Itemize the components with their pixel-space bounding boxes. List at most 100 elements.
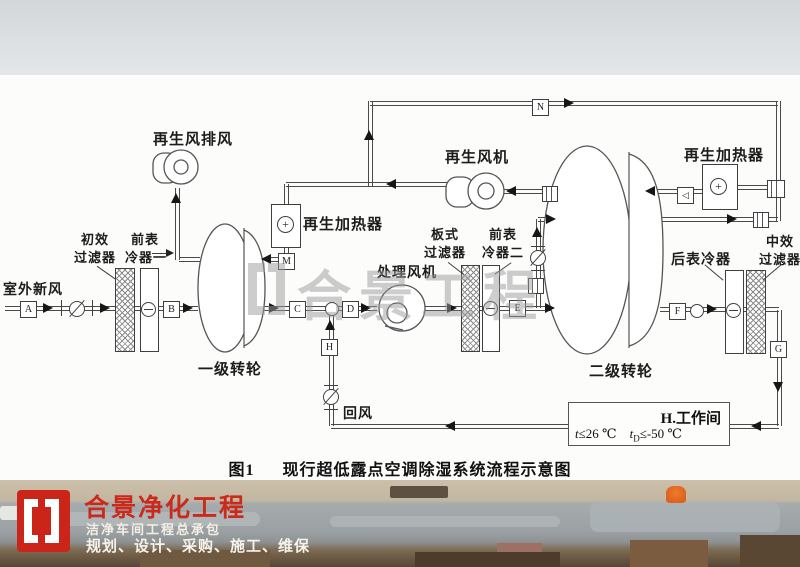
puddle (590, 502, 780, 532)
logo-glyph-right (45, 499, 59, 543)
pipe-heater-feed (284, 184, 289, 206)
label-return-air: 回风 (343, 407, 373, 422)
duct-connector (753, 212, 769, 228)
formwork-debris (390, 486, 448, 498)
junction-node (690, 304, 704, 318)
figure-number: 图1 (228, 462, 255, 479)
temp-room: t (575, 426, 579, 441)
construction-photo (0, 480, 800, 567)
flow-arrow (183, 303, 193, 313)
pipe-heater-out (284, 244, 289, 256)
label-front-cooler-2: 前表 (489, 227, 518, 242)
flow-arrow (727, 214, 737, 224)
figure-caption: 图1 现行超低露点空调除湿系统流程示意图 (0, 456, 800, 480)
flow-arrow (545, 303, 555, 313)
pipe-supply-down (777, 310, 782, 426)
process-fan-icon (378, 284, 426, 332)
debris-panel (630, 540, 708, 567)
pipe-exhaust (179, 257, 200, 262)
exhaust-fan-icon (152, 149, 199, 185)
pipe (660, 307, 779, 312)
valve-icon: ◁ (677, 187, 694, 204)
point-box-b: B (163, 301, 180, 318)
point-box-h: H (321, 339, 338, 356)
damper-icon (69, 301, 85, 317)
duct-connector (542, 186, 558, 202)
heater-icon: + (710, 178, 727, 195)
label-front-cooler-1: 前表 (131, 232, 160, 247)
point-box-e: E (509, 300, 526, 317)
cooler-coil-icon (141, 302, 156, 317)
pipe-riser (368, 101, 373, 186)
regen-fan-icon (445, 172, 505, 210)
pipe-riser (776, 187, 781, 221)
label-pointer-arrow (166, 249, 174, 257)
flow-arrow (447, 303, 457, 313)
point-box-g: G (770, 341, 787, 358)
workroom-box: H.工作间 t≤26 ℃ tD≤-50 ℃ (568, 402, 730, 446)
label-wheel-1: 一级转轮 (198, 362, 263, 378)
label-front-cooler-1: 冷器一 (125, 250, 168, 265)
label-plate-filter: 板式 (431, 227, 460, 242)
flow-arrow (361, 303, 371, 313)
label-regen-fan: 再生风机 (445, 150, 510, 166)
label-outdoor-air: 室外新风 (3, 283, 63, 298)
pipe-purge (659, 217, 778, 222)
pipe-regen (736, 185, 780, 190)
junction-node (325, 302, 339, 316)
flow-arrow (546, 214, 556, 224)
pipe (262, 306, 377, 311)
flow-arrow (707, 304, 717, 314)
label-process-fan: 处理风机 (377, 266, 437, 281)
damper-icon (530, 250, 546, 266)
flow-arrow (171, 193, 181, 203)
flow-arrow (445, 421, 455, 431)
flow-arrow (532, 227, 542, 237)
flow-arrow (364, 130, 374, 140)
label-primary-filter: 过滤器 (74, 250, 117, 265)
damper-tick (531, 270, 545, 271)
flow-arrow (751, 421, 761, 431)
label-mid-filter: 中效 (766, 234, 795, 249)
flow-arrow (773, 382, 783, 392)
damper-tick (92, 300, 93, 316)
heater-icon: + (277, 216, 294, 233)
point-box-n: N (532, 99, 549, 116)
flow-arrow (43, 303, 53, 313)
point-box-f: F (669, 303, 686, 320)
puddle (330, 516, 560, 527)
temp-dew-sub: D (633, 433, 640, 444)
point-box-a: A (20, 301, 37, 318)
label-rear-cooler: 后表冷器 (671, 253, 731, 268)
pipe-regen (268, 257, 281, 262)
cooler-coil-icon (726, 303, 741, 318)
pipe-return-riser (329, 313, 334, 426)
mid-filter (746, 270, 766, 354)
damper-icon (323, 389, 339, 405)
workroom-temps: t≤26 ℃ tD≤-50 ℃ (575, 426, 682, 444)
pipe-regen-top (370, 101, 778, 106)
point-box-d: D (342, 301, 359, 318)
flow-arrow (261, 254, 271, 264)
label-regen-exhaust: 再生风排风 (153, 132, 234, 148)
watermark-text: 合景工程 (297, 267, 545, 327)
pipe-exhaust-duct (175, 188, 180, 260)
debris-dark (740, 535, 800, 567)
temp-dew-value: ≤-50 ℃ (639, 426, 682, 441)
point-box-c: C (289, 301, 306, 318)
flow-arrow (100, 303, 110, 313)
flow-arrow (506, 186, 516, 196)
temp-dew: t (629, 426, 634, 441)
pipe-regen (503, 189, 553, 194)
label-regen-heater-left: 再生加热器 (303, 217, 384, 233)
watermark-logo-icon (248, 263, 285, 320)
debris-wood (140, 550, 270, 567)
flow-arrow (386, 179, 396, 189)
temp-room-value: ≤26 ℃ (578, 426, 617, 441)
flow-arrow (645, 186, 655, 196)
label-plate-filter: 过滤器 (424, 245, 467, 260)
label-pointer (152, 253, 166, 254)
flow-arrow (564, 98, 574, 108)
flow-arrow (325, 320, 335, 330)
